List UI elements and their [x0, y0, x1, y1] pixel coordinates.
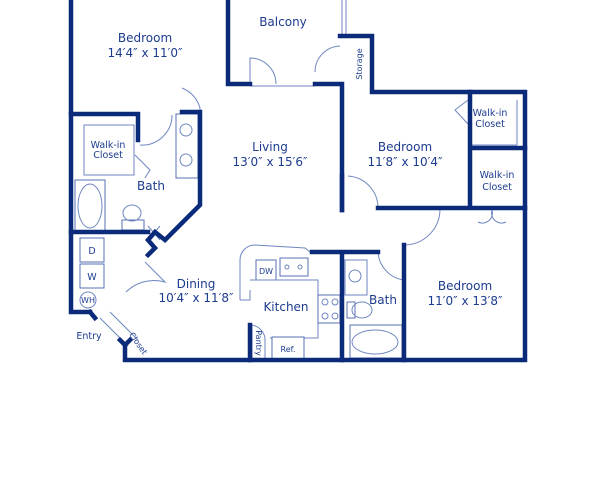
- bedroom1-name: Bedroom: [118, 31, 172, 45]
- bath1-name: Bath: [137, 179, 165, 193]
- bedroom2-size: 11′8″ x 10′4″: [368, 155, 443, 169]
- bedroom3-name: Bedroom: [438, 279, 492, 293]
- walkin1-line2: Closet: [93, 150, 123, 161]
- bedroom1-size: 14′4″ x 11′0″: [108, 46, 183, 60]
- dryer-label: D: [88, 246, 95, 257]
- pantry-label: Pantry: [254, 330, 263, 356]
- washer-label: W: [87, 272, 97, 283]
- water-heater-label: WH: [81, 296, 95, 305]
- fridge-label: Ref.: [281, 345, 296, 354]
- living-name: Living: [252, 140, 288, 154]
- dining-size: 10′4″ x 11′8″: [159, 291, 234, 305]
- fixtures: [74, 0, 526, 360]
- living-size: 13′0″ x 15′6″: [233, 155, 308, 169]
- walkin3-line1: Walk-in: [480, 170, 515, 181]
- walkin3-line2: Closet: [482, 182, 512, 193]
- closet-name: Closet: [127, 331, 149, 357]
- storage-name: Storage: [355, 48, 364, 79]
- dishwasher-label: DW: [259, 267, 273, 276]
- balcony-name: Balcony: [259, 15, 307, 29]
- kitchen-name: Kitchen: [263, 300, 308, 314]
- walkin2-line1: Walk-in: [473, 108, 508, 119]
- bedroom2-name: Bedroom: [378, 140, 432, 154]
- walkin2-line2: Closet: [475, 119, 505, 130]
- walkin1-line1: Walk-in: [91, 140, 126, 151]
- entry-name: Entry: [76, 331, 102, 342]
- room-labels: Bedroom 14′4″ x 11′0″ Balcony Storage Li…: [76, 15, 514, 356]
- dining-name: Dining: [177, 277, 216, 291]
- bath2-name: Bath: [369, 293, 397, 307]
- walls: [68, 0, 528, 363]
- bedroom3-size: 11′0″ x 13′8″: [428, 294, 503, 308]
